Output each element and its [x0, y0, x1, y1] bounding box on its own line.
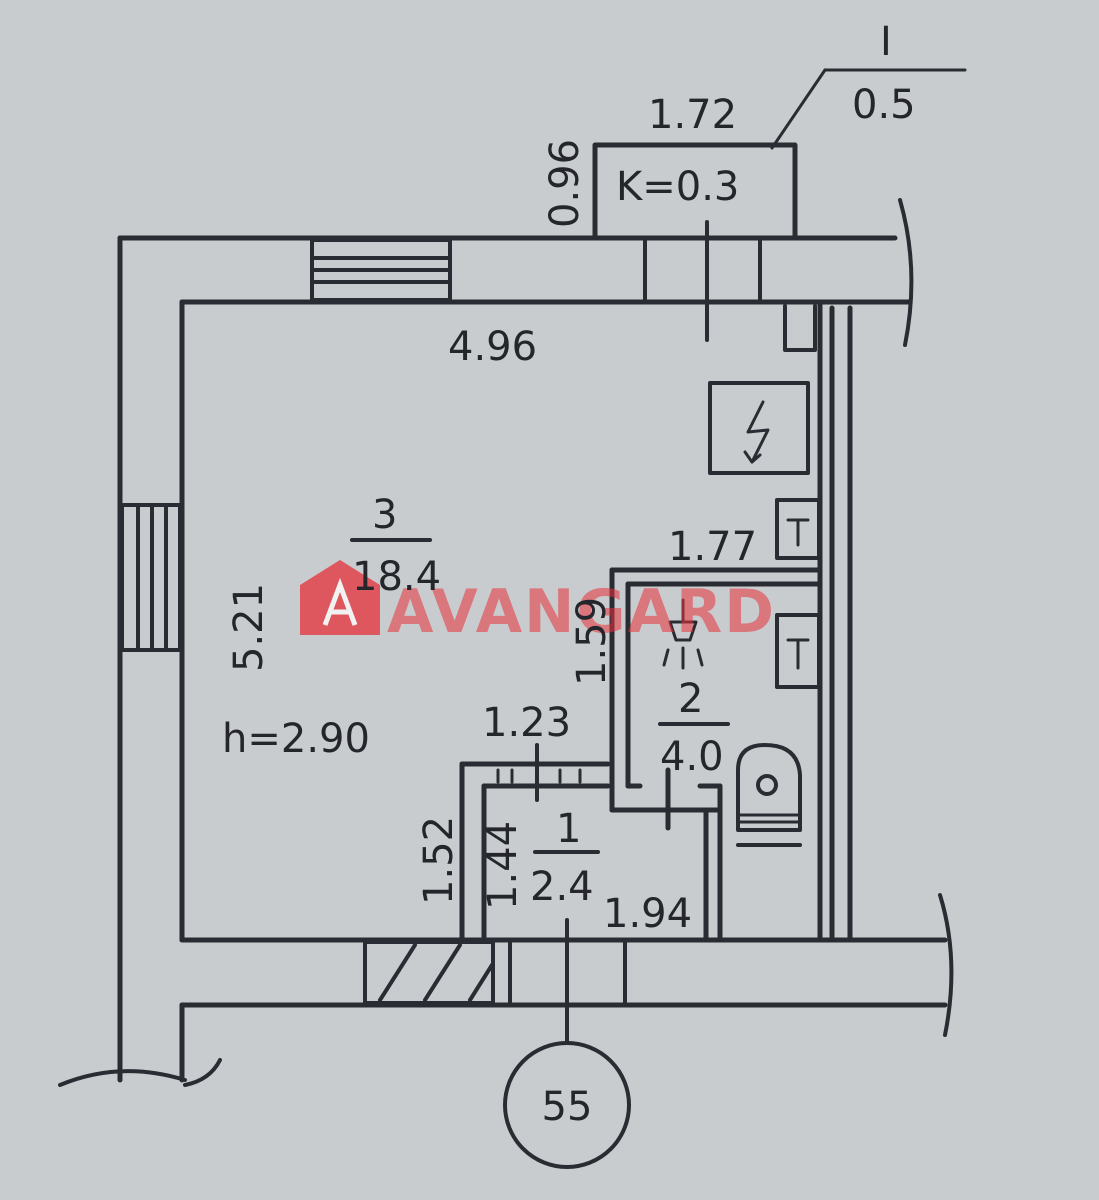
balcony-callout	[770, 68, 967, 150]
toilet-icon	[736, 743, 802, 847]
electric-panel-icon	[708, 381, 810, 475]
balcony	[592, 142, 798, 239]
bathroom-walls	[609, 567, 823, 943]
window-top	[310, 238, 452, 302]
room2-number: 2	[678, 676, 703, 722]
balcony-width-label: 1.72	[648, 92, 737, 138]
watermark-logo	[300, 560, 380, 635]
room1-width-label: 1.23	[482, 700, 571, 746]
balcony-door	[643, 220, 762, 342]
room3-number: 3	[372, 492, 397, 538]
wall-break-marks	[58, 198, 954, 1087]
room3-area: 18.4	[352, 554, 441, 600]
watermark-text: AVANGARD	[387, 577, 776, 647]
apartment-marker	[503, 918, 631, 1169]
entrance-door	[363, 940, 627, 1005]
shower-icon	[662, 598, 704, 670]
window-left	[120, 503, 182, 652]
balcony-callout-bottom: 0.5	[852, 82, 916, 128]
balcony-callout-top: I	[880, 19, 892, 65]
room2-width-label: 1.77	[668, 524, 757, 570]
room2-area: 4.0	[660, 734, 724, 780]
room1-inner-length-label: 1.44	[480, 821, 526, 910]
room1-area: 2.4	[530, 864, 594, 910]
room1-walls	[459, 743, 611, 943]
room1-length-label: 1.52	[416, 816, 462, 905]
room3-width-label: 4.96	[448, 324, 537, 370]
balcony-coefficient-label: K=0.3	[616, 164, 739, 210]
room3-height-label: h=2.90	[222, 716, 370, 762]
room1-inner-width-label: 1.94	[603, 891, 692, 937]
wall-sockets	[775, 498, 821, 689]
apartment-number: 55	[542, 1084, 593, 1130]
walls	[117, 235, 948, 1083]
room1-number: 1	[556, 806, 581, 852]
room2-length-label: 1.59	[569, 597, 615, 686]
balcony-depth-label: 0.96	[542, 139, 588, 228]
riser-niche	[783, 304, 817, 352]
room3-length-label: 5.21	[226, 583, 272, 672]
